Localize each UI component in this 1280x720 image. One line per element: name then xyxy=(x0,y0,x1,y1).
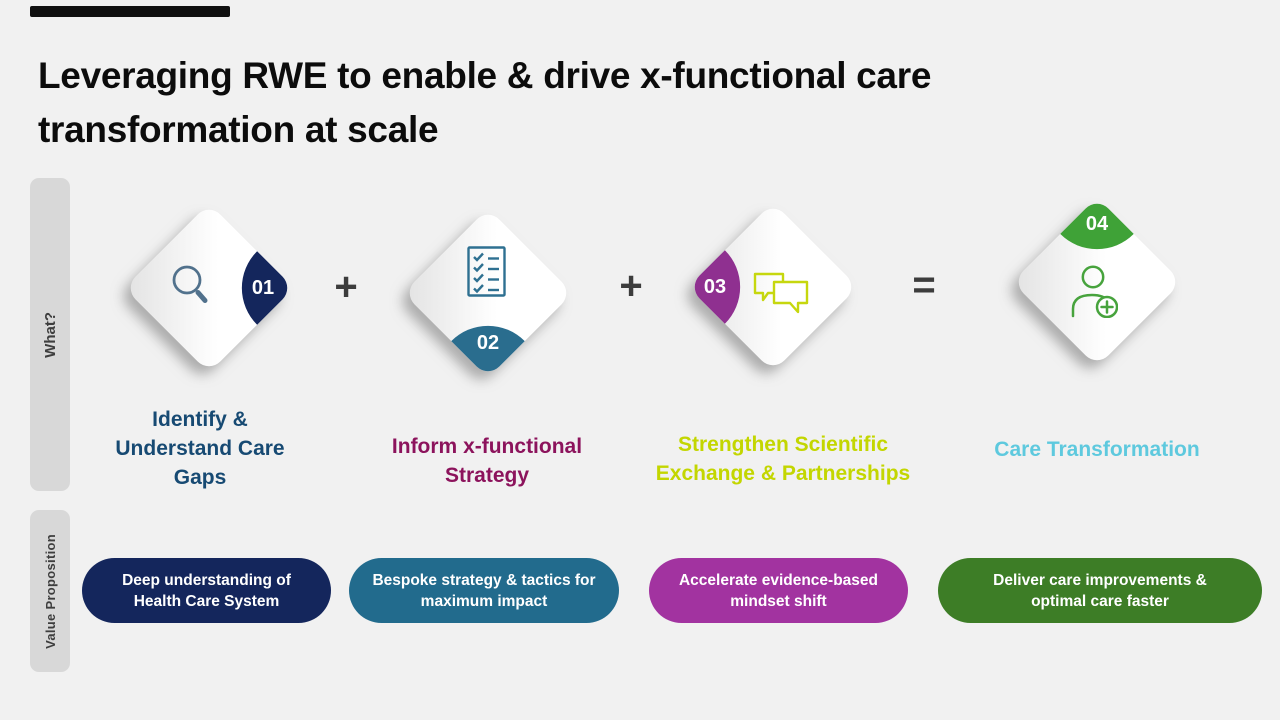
plus-operator-2: + xyxy=(619,264,643,308)
sidebar-tab-value-proposition-label: Value Proposition xyxy=(42,533,58,649)
step-3-label-line: Strengthen Scientific xyxy=(677,433,889,456)
slide-title-line1: Leveraging RWE to enable & drive x-funct… xyxy=(38,55,932,96)
step-1-label-line: Identify & xyxy=(152,408,248,431)
value-prop-pill-4-line: Deliver care improvements & xyxy=(993,571,1207,589)
value-prop-pill-1-line: Health Care System xyxy=(133,592,280,610)
step-4-label-line: Care Transformation xyxy=(994,438,1200,461)
value-prop-pill-2: Bespoke strategy & tactics for maximum i… xyxy=(349,558,619,623)
value-prop-pill-1-line: Deep understanding of xyxy=(122,571,291,589)
step-3-diamond: 03 xyxy=(688,202,858,372)
step-2-label-line: Strategy xyxy=(444,464,530,487)
value-prop-pill-4-line: optimal care faster xyxy=(1031,592,1169,610)
person-plus-icon xyxy=(1071,265,1118,318)
magnifier-icon xyxy=(172,265,208,303)
equals-operator: = xyxy=(912,263,936,307)
value-prop-pill-3: Accelerate evidence-based mindset shift xyxy=(649,558,908,623)
value-prop-pill-2-line: maximum impact xyxy=(420,592,548,610)
step-1-label-line: Understand Care xyxy=(115,437,285,460)
step-2-diamond: 02 xyxy=(403,208,573,378)
step-4-label: Care Transformation xyxy=(957,435,1237,464)
step-3-label: Strengthen Scientific Exchange & Partner… xyxy=(626,430,940,488)
step-number-badge: 02 xyxy=(476,331,500,354)
value-prop-pill-4: Deliver care improvements & optimal care… xyxy=(938,558,1262,623)
value-prop-pill-1: Deep understanding of Health Care System xyxy=(82,558,331,623)
step-2-label-line: Inform x-functional xyxy=(391,435,583,458)
step-1-label: Identify & Understand Care Gaps xyxy=(100,405,300,492)
slide-title: Leveraging RWE to enable & drive x-funct… xyxy=(38,49,1188,157)
slide-title-line2: transformation at scale xyxy=(38,109,439,150)
sidebar-tab-what: What? xyxy=(30,178,70,491)
top-left-bar xyxy=(30,6,230,17)
step-4-diamond: 04 xyxy=(1012,197,1182,367)
step-3-label-line: Exchange & Partnerships xyxy=(655,462,911,485)
step-number-badge: 04 xyxy=(1085,212,1109,235)
value-prop-pill-3-line: mindset shift xyxy=(730,592,827,610)
step-1-label-line: Gaps xyxy=(173,466,227,489)
step-number-badge: 03 xyxy=(703,275,727,298)
value-prop-pill-3-line: Accelerate evidence-based xyxy=(678,571,879,589)
sidebar-tab-what-label: What? xyxy=(41,311,59,358)
value-prop-pill-2-line: Bespoke strategy & tactics for xyxy=(372,571,596,589)
checklist-icon xyxy=(467,246,506,297)
plus-operator-1: + xyxy=(334,265,358,309)
step-number-badge: 01 xyxy=(251,276,275,299)
step-2-label: Inform x-functional Strategy xyxy=(367,432,607,490)
sidebar-tab-value-proposition: Value Proposition xyxy=(30,510,70,672)
step-1-diamond: 01 xyxy=(124,203,294,373)
chat-bubbles-icon xyxy=(753,272,809,314)
